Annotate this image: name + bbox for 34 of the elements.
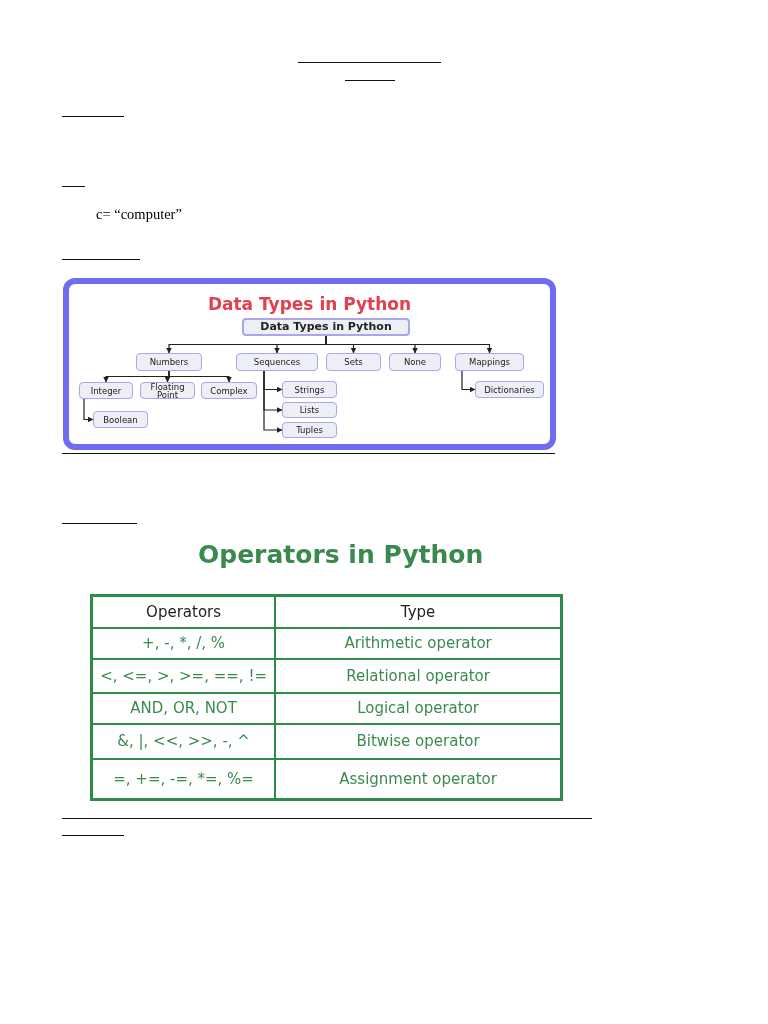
diagram-panel	[63, 278, 556, 450]
arrow	[461, 370, 476, 393]
type-box: Sets	[326, 353, 381, 371]
arrow	[83, 398, 94, 423]
type-box: Numbers	[136, 353, 202, 371]
operator-type: Arithmetic operator	[344, 634, 492, 652]
type-box: Floating Point	[140, 382, 195, 399]
operator-symbols: AND, OR, NOT	[130, 699, 237, 717]
type-box: Tuples	[282, 422, 337, 438]
arrow	[263, 370, 283, 433]
operator-type: Assignment operator	[339, 769, 497, 788]
root-box: Data Types in Python	[242, 318, 410, 336]
type-box: Strings	[282, 381, 337, 398]
column-header: Operators	[146, 602, 222, 621]
operator-type: Relational operator	[346, 666, 490, 685]
operator-type: Logical operator	[357, 699, 479, 717]
arrow	[168, 370, 232, 383]
operator-symbols: <, <=, >, >=, ==, !=	[100, 666, 267, 685]
type-box: Mappings	[455, 353, 524, 371]
operator-type: Bitwise operator	[356, 732, 480, 750]
type-box: Integer	[79, 382, 133, 399]
operator-symbols: +, -, *, /, %	[142, 634, 226, 652]
type-box: Lists	[282, 402, 337, 418]
type-box: None	[389, 353, 441, 371]
table-heading: Operators in Python	[198, 540, 484, 569]
column-header: Type	[400, 602, 436, 621]
operator-symbols: &, |, <<, >>, -, ^	[117, 732, 250, 750]
panel-heading: Data Types in Python	[206, 294, 413, 314]
type-box: Complex	[201, 382, 257, 399]
type-box: Dictionaries	[475, 381, 544, 398]
code-line: c= “computer”	[96, 206, 182, 223]
type-box: Sequences	[236, 353, 318, 371]
type-box: Boolean	[93, 411, 148, 428]
operator-symbols: =, +=, -=, *=, %=	[113, 769, 254, 788]
